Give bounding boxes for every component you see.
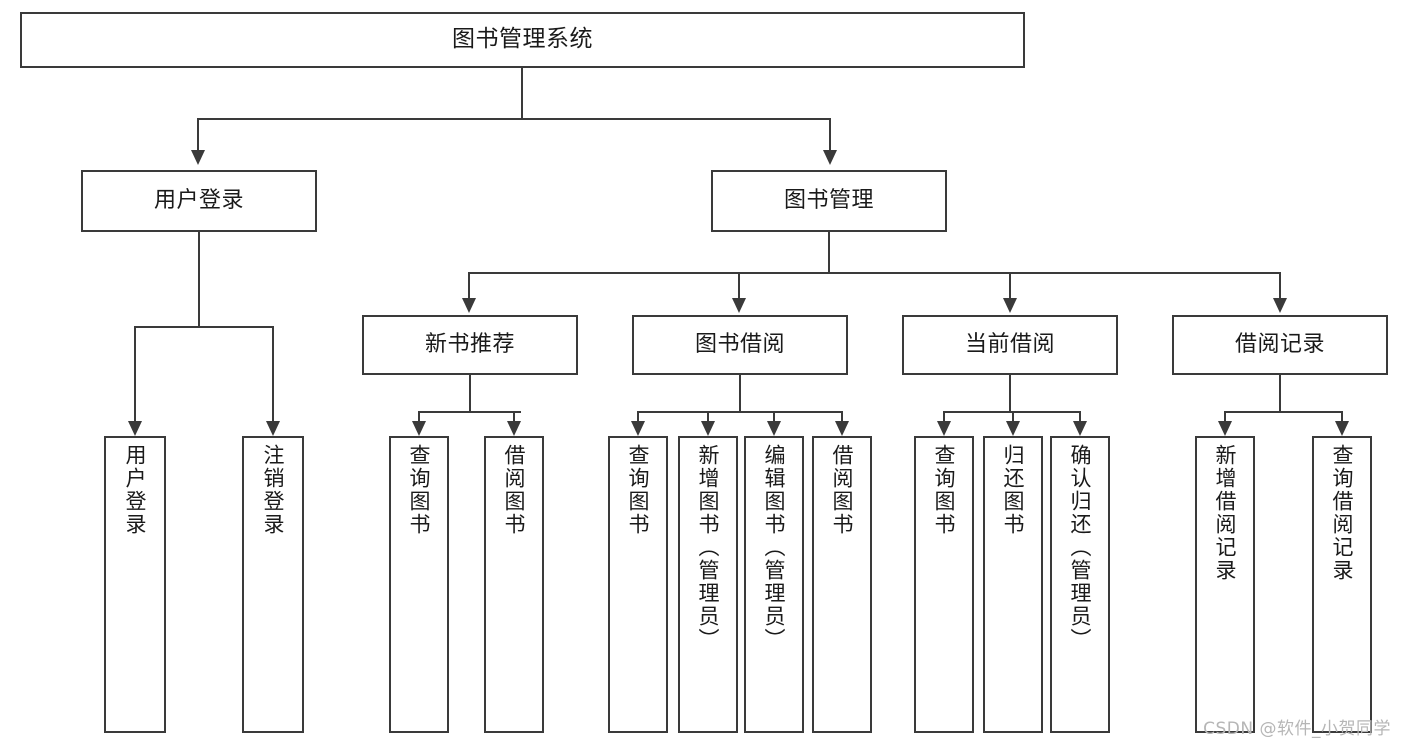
leaf-user-login[interactable]: 用户登录: [104, 436, 166, 733]
node-label: 注销登录: [261, 444, 286, 536]
arrow-to-bb-leaf-4: [835, 421, 849, 436]
node-label: 查询图书: [407, 444, 432, 536]
connector-br-drop-1: [1224, 411, 1226, 421]
node-label: 借阅图书: [502, 444, 527, 536]
leaf-cb-return-book[interactable]: 归还图书: [983, 436, 1043, 733]
node-current-borrow[interactable]: 当前借阅: [902, 315, 1118, 375]
leaf-br-add-record[interactable]: 新增借阅记录: [1195, 436, 1255, 733]
node-label: 查询图书: [932, 444, 957, 536]
connector-user-login-drop-2: [272, 326, 274, 421]
connector-book-manage-stem: [828, 232, 830, 272]
connector-user-login-drop-1: [134, 326, 136, 421]
leaf-bb-query-book[interactable]: 查询图书: [608, 436, 668, 733]
node-label: 新书推荐: [424, 332, 515, 358]
node-root-system[interactable]: 图书管理系统: [20, 12, 1025, 68]
connector-bb-drop-4: [841, 411, 843, 421]
connector-root-to-user-login: [197, 118, 199, 150]
connector-cb-drop-2: [1012, 411, 1014, 421]
connector-br-stem: [1279, 375, 1281, 411]
connector-bm-drop-4: [1279, 272, 1281, 298]
connector-root-stem: [521, 68, 523, 118]
connector-nbr-drop-2: [513, 411, 515, 421]
arrow-to-book-borrow: [732, 298, 746, 313]
arrow-to-cb-leaf-3: [1073, 421, 1087, 436]
node-borrow-record[interactable]: 借阅记录: [1172, 315, 1388, 375]
node-label: 借阅记录: [1234, 332, 1325, 358]
arrow-to-new-book-recommend: [462, 298, 476, 313]
connector-bm-drop-1: [468, 272, 470, 298]
connector-user-login-bus: [134, 326, 272, 328]
connector-nbr-drop-1: [418, 411, 420, 421]
connector-cb-bus: [943, 411, 1080, 413]
connector-bm-drop-3: [1009, 272, 1011, 298]
connector-nbr-stem: [469, 375, 471, 411]
connector-root-bus: [197, 118, 831, 120]
arrow-to-borrow-record: [1273, 298, 1287, 313]
connector-bb-drop-1: [637, 411, 639, 421]
leaf-nbr-borrow-book[interactable]: 借阅图书: [484, 436, 544, 733]
connector-nbr-bus: [418, 411, 521, 413]
node-label: 用户登录: [153, 188, 244, 214]
arrow-to-book-manage: [823, 150, 837, 165]
node-label: 编辑图书（管理员）: [762, 444, 787, 651]
node-book-manage[interactable]: 图书管理: [711, 170, 947, 232]
leaf-cb-query-book[interactable]: 查询图书: [914, 436, 974, 733]
leaf-bb-edit-book-admin[interactable]: 编辑图书（管理员）: [744, 436, 804, 733]
node-label: 用户登录: [123, 444, 148, 536]
leaf-cb-confirm-return-admin[interactable]: 确认归还（管理员）: [1050, 436, 1110, 733]
arrow-to-nbr-leaf-1: [412, 421, 426, 436]
arrow-to-user-login-leaf: [128, 421, 142, 436]
leaf-bb-add-book-admin[interactable]: 新增图书（管理员）: [678, 436, 738, 733]
node-label: 确认归还（管理员）: [1068, 444, 1093, 651]
connector-bb-drop-2: [707, 411, 709, 421]
arrow-to-cb-leaf-2: [1006, 421, 1020, 436]
node-label: 新增借阅记录: [1213, 444, 1238, 582]
node-new-book-recommend[interactable]: 新书推荐: [362, 315, 578, 375]
node-label: 归还图书: [1001, 444, 1026, 536]
node-label: 当前借阅: [964, 332, 1055, 358]
connector-cb-stem: [1009, 375, 1011, 411]
arrow-to-nbr-leaf-2: [507, 421, 521, 436]
connector-user-login-stem: [198, 232, 200, 326]
leaf-br-query-record[interactable]: 查询借阅记录: [1312, 436, 1372, 733]
node-label: 图书管理: [783, 188, 874, 214]
node-label: 查询借阅记录: [1330, 444, 1355, 582]
connector-cb-drop-3: [1079, 411, 1081, 421]
csdn-watermark: CSDN @软件_小贺同学: [1203, 719, 1391, 739]
node-user-login[interactable]: 用户登录: [81, 170, 317, 232]
connector-br-drop-2: [1341, 411, 1343, 421]
leaf-bb-borrow-book[interactable]: 借阅图书: [812, 436, 872, 733]
node-label: 图书借阅: [694, 332, 785, 358]
connector-book-manage-bus: [468, 272, 1279, 274]
connector-bm-drop-2: [738, 272, 740, 298]
node-book-borrow[interactable]: 图书借阅: [632, 315, 848, 375]
leaf-nbr-query-book[interactable]: 查询图书: [389, 436, 449, 733]
arrow-to-current-borrow: [1003, 298, 1017, 313]
connector-root-to-book-manage: [829, 118, 831, 150]
node-label: 图书管理系统: [452, 26, 593, 53]
connector-bb-stem: [739, 375, 741, 411]
arrow-to-bb-leaf-1: [631, 421, 645, 436]
connector-br-bus: [1224, 411, 1342, 413]
arrow-to-bb-leaf-3: [767, 421, 781, 436]
arrow-to-br-leaf-1: [1218, 421, 1232, 436]
leaf-logout[interactable]: 注销登录: [242, 436, 304, 733]
node-label: 借阅图书: [830, 444, 855, 536]
connector-bb-drop-3: [773, 411, 775, 421]
arrow-to-br-leaf-2: [1335, 421, 1349, 436]
connector-bb-bus: [637, 411, 842, 413]
arrow-to-user-login: [191, 150, 205, 165]
connector-cb-drop-1: [943, 411, 945, 421]
arrow-to-bb-leaf-2: [701, 421, 715, 436]
arrow-to-logout-leaf: [266, 421, 280, 436]
node-label: 新增图书（管理员）: [696, 444, 721, 651]
node-label: 查询图书: [626, 444, 651, 536]
arrow-to-cb-leaf-1: [937, 421, 951, 436]
